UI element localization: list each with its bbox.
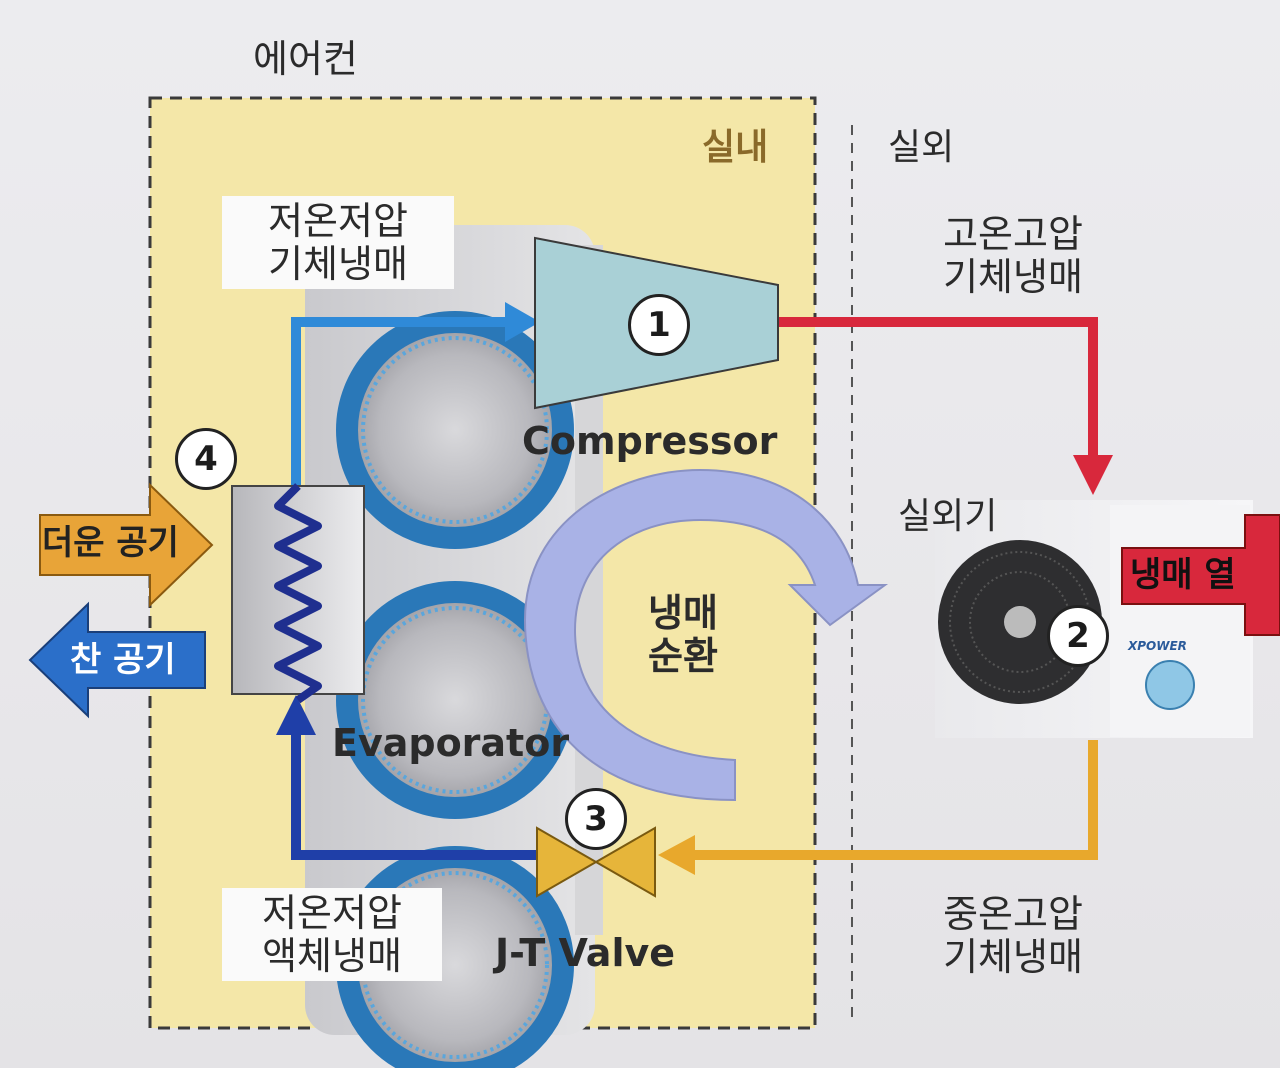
cycle-label-line1: 냉매 [648,592,718,635]
outdoor-unit-label: 실외기 [898,497,997,537]
outdoor-brand: XPOWER [1128,640,1187,653]
state-low-liquid-line1: 저온저압 [232,892,432,935]
cold-air-label: 찬 공기 [70,641,176,679]
cycle-label: 냉매 순환 [648,592,718,677]
state-high-gas-line2: 기체냉매 [918,256,1108,299]
outdoor-unit-number: 2 [1047,605,1109,667]
heat-label: 냉매 열 [1130,556,1236,594]
cycle-label-line2: 순환 [648,635,718,678]
state-low-liquid-line2: 액체냉매 [232,935,432,978]
valve-label: J-T Valve [495,932,675,975]
evaporator-number: 4 [175,428,237,490]
state-mid-gas: 중온고압 기체냉매 [918,893,1108,978]
outdoor-zone-label: 실외 [888,128,954,168]
evaporator-label: Evaporator [332,722,569,765]
state-high-gas-line1: 고온고압 [918,213,1108,256]
state-mid-gas-line1: 중온고압 [918,893,1108,936]
state-low-gas-line2: 기체냉매 [232,243,444,286]
state-low-gas-line1: 저온저압 [232,200,444,243]
outdoor-badge-icon [1146,661,1194,709]
state-high-gas: 고온고압 기체냉매 [918,213,1108,298]
indoor-zone-label: 실내 [702,128,768,168]
compressor-number: 1 [628,294,690,356]
diagram-title: 에어컨 [253,38,358,81]
high-pressure-gas-arrowhead [1073,455,1113,495]
compressor-label: Compressor [522,420,777,463]
high-pressure-gas-line [775,322,1093,460]
state-low-liquid: 저온저압 액체냉매 [222,888,442,981]
warm-air-label: 더운 공기 [42,524,179,562]
valve-number: 3 [565,788,627,850]
state-low-gas: 저온저압 기체냉매 [222,196,454,289]
state-mid-gas-line2: 기체냉매 [918,936,1108,979]
